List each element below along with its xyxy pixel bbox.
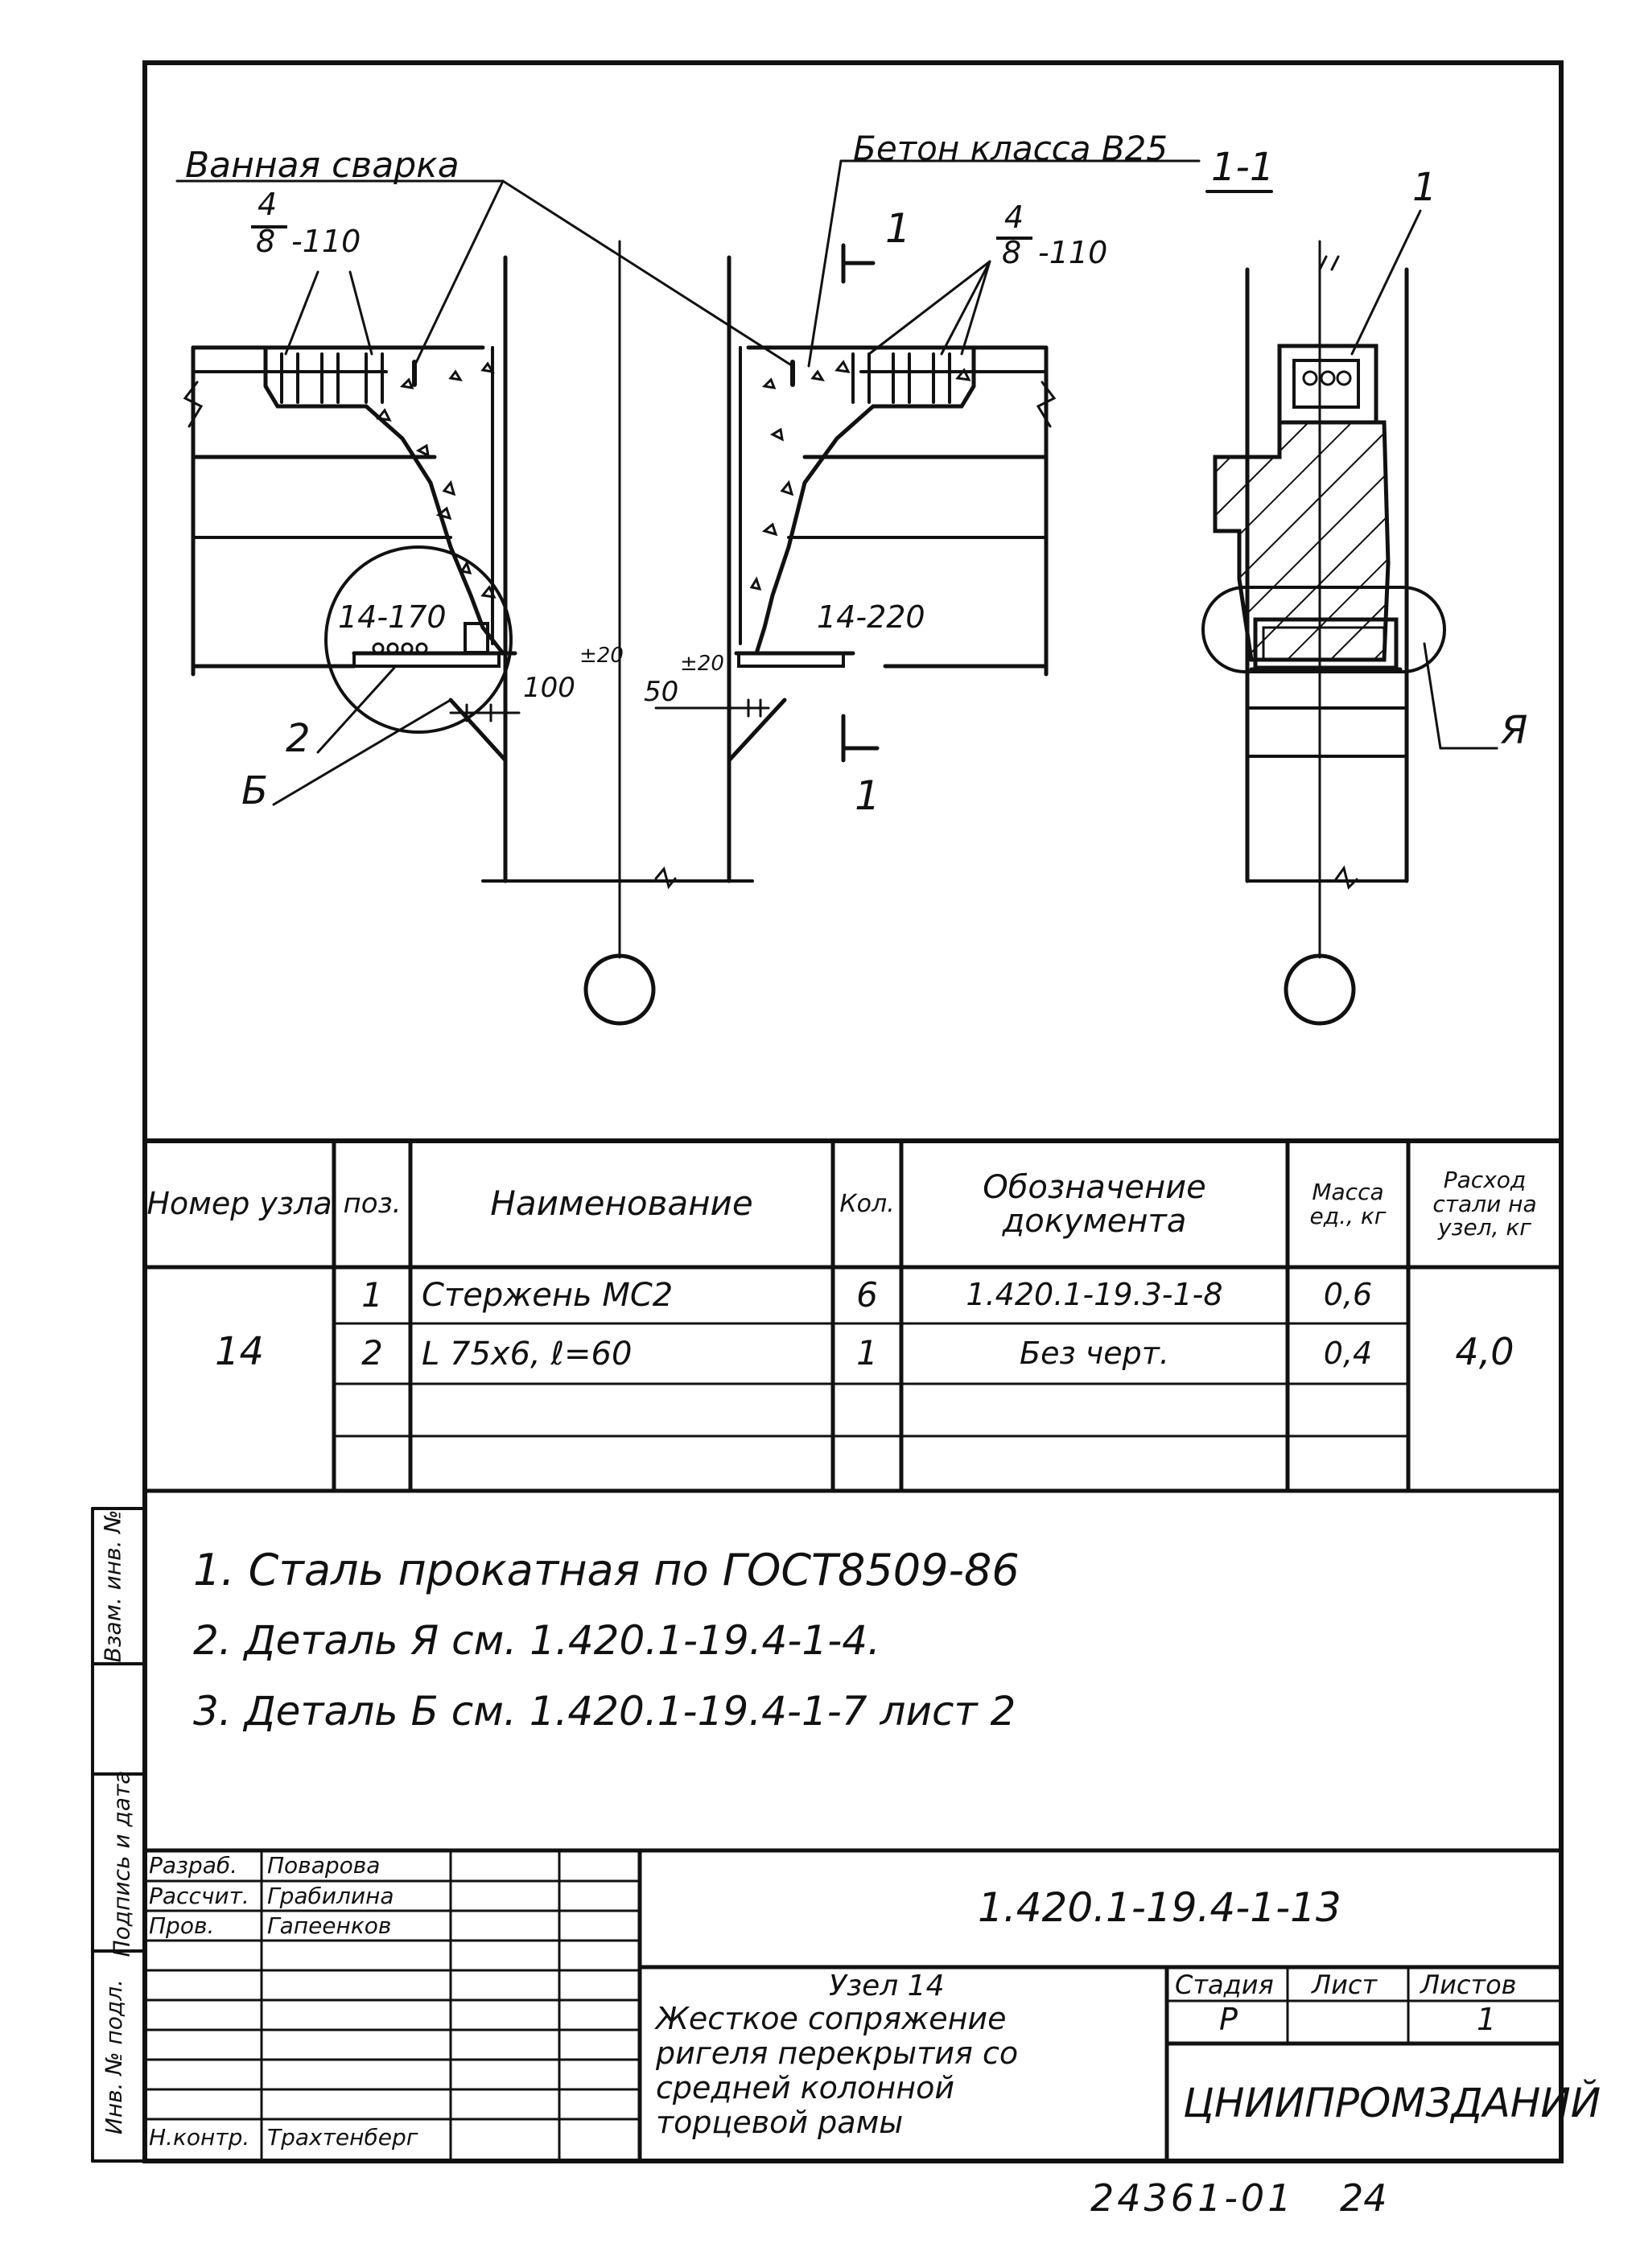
label-bar-right-bottom: 8 [1002, 235, 1022, 270]
label-bar-left-spacing: -110 [291, 224, 361, 259]
spec-node-number: 14 [214, 1328, 265, 1374]
spec-row-1-name: Стержень МС2 [422, 1277, 674, 1314]
title-stage-label: Стадия [1175, 1970, 1274, 2000]
fraction-bar-right [996, 237, 1032, 240]
side-stamp-sign: Подпись и дата [108, 1770, 135, 1957]
label-cut-top: 1 [885, 205, 911, 252]
spec-row-1-qty: 6 [856, 1274, 878, 1315]
label-pos-2: 2 [286, 716, 311, 761]
label-tol-right: ±20 [680, 652, 724, 676]
spec-row-2-qty: 1 [856, 1333, 878, 1373]
spec-row-2-pos: 2 [361, 1333, 383, 1373]
grid-axis-marker-left [583, 953, 656, 1026]
note-3: 3. Деталь Б см. 1.420.1-19.4-1-7 лист 2 [193, 1688, 1016, 1735]
title-name-4: Трахтенберг [267, 2124, 418, 2151]
label-detail-ya: Я [1501, 708, 1528, 753]
detail-ya-ellipse [1201, 586, 1446, 673]
spec-header-mass: Масса ед., кг [1309, 1179, 1387, 1229]
title-name-3: Гапеенков [267, 1912, 392, 1939]
spec-row-1-pos: 1 [361, 1274, 383, 1315]
label-cut-bottom: 1 [855, 772, 880, 819]
spec-header-name: Наименование [490, 1183, 753, 1224]
spec-row-2-doc: Без черт. [1020, 1335, 1169, 1371]
title-line-2: Жесткое сопряжение [656, 2001, 1007, 2036]
label-pos-1-section: 1 [1412, 165, 1437, 210]
title-role-2: Рассчит. [149, 1883, 249, 1909]
label-concrete: Бетон класса В25 [853, 129, 1168, 168]
fraction-bar-left [251, 225, 287, 228]
spec-header-pos: поз. [343, 1187, 402, 1220]
title-line-3: ригеля перекрытия со [656, 2035, 1019, 2071]
title-sheet-label: Лист [1312, 1970, 1378, 2000]
label-weld: Ванная сварка [185, 145, 459, 186]
title-role-4: Н.контр. [149, 2124, 250, 2151]
label-tol-left: ±20 [579, 644, 624, 668]
title-line-4: средней колонной [656, 2070, 955, 2105]
footer-page: 24 [1340, 2176, 1387, 2220]
title-sheets-value: 1 [1477, 2002, 1497, 2037]
spec-header-doc: Обозначение документа [983, 1168, 1206, 1240]
label-bar-right-spacing: -110 [1038, 235, 1108, 270]
footer-code: 24361-01 [1090, 2176, 1295, 2220]
title-role-1: Разраб. [149, 1852, 238, 1879]
label-bar-left-top: 4 [258, 187, 278, 222]
title-sheets-label: Листов [1420, 1970, 1517, 2000]
label-section-1-1: 1-1 [1211, 145, 1275, 190]
title-org: ЦНИИПРОМЗДАНИЙ [1183, 2080, 1601, 2126]
title-role-3: Пров. [149, 1912, 215, 1939]
note-2: 2. Деталь Я см. 1.420.1-19.4-1-4. [193, 1617, 880, 1664]
spec-steel-total: 4,0 [1455, 1329, 1514, 1373]
label-bar-left-bottom: 8 [256, 224, 276, 259]
note-1: 1. Сталь прокатная по ГОСТ8509-86 [193, 1545, 1020, 1595]
label-dim-50: 50 [644, 676, 679, 708]
label-dim-100: 100 [523, 672, 575, 704]
sheet-frame [142, 60, 1564, 2163]
spec-header-node: Номер узла [146, 1185, 332, 1221]
title-stage-value: Р [1219, 2002, 1238, 2037]
detail-b-circle [324, 545, 513, 734]
title-line-1: Узел 14 [829, 1970, 945, 2003]
title-name-1: Поварова [267, 1852, 381, 1879]
label-dim-left: 14-170 [338, 599, 447, 635]
spec-row-2-mass: 0,4 [1323, 1335, 1373, 1371]
spec-header-qty: Кол. [839, 1189, 895, 1218]
spec-header-steel: Расход стали на узел, кг [1432, 1167, 1537, 1241]
side-stamp-inv: Инв. № подл. [101, 1978, 128, 2135]
spec-row-1-doc: 1.420.1-19.3-1-8 [966, 1277, 1223, 1313]
label-bar-right-top: 4 [1004, 200, 1024, 235]
label-dim-right: 14-220 [817, 599, 925, 635]
title-designation: 1.420.1-19.4-1-13 [978, 1884, 1341, 1931]
label-detail-b: Б [241, 768, 268, 813]
title-line-5: торцевой рамы [656, 2105, 904, 2140]
spec-row-1-mass: 0,6 [1323, 1277, 1373, 1313]
spec-row-2-name: L 75x6, ℓ=60 [422, 1335, 633, 1373]
side-stamp-replace: Взам. инв. № [99, 1509, 126, 1663]
title-name-2: Грабилина [267, 1883, 394, 1909]
grid-axis-marker-right [1284, 953, 1356, 1026]
